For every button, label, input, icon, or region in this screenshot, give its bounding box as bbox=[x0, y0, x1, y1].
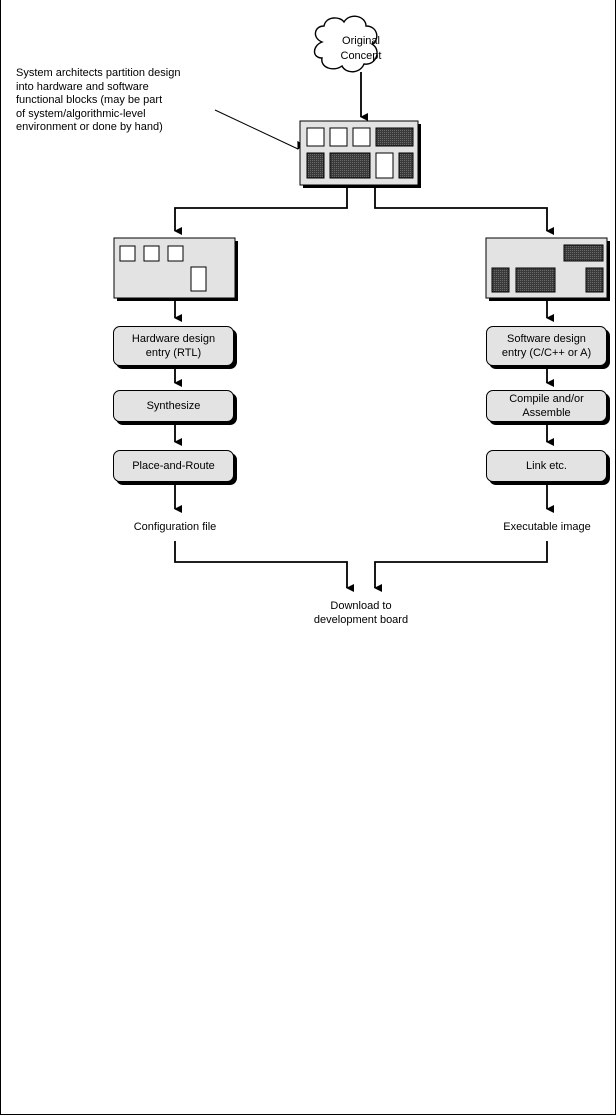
place-and-route-node: Place-and-Route bbox=[113, 450, 234, 482]
download-label: Download to development board bbox=[286, 599, 436, 627]
arrow-config-to-download bbox=[174, 541, 354, 592]
download-line2: development board bbox=[313, 614, 409, 626]
hw-block bbox=[119, 245, 136, 262]
concept-label-line2: Concept bbox=[341, 50, 382, 62]
compile-assemble-node: Compile and/or Assemble bbox=[486, 390, 607, 422]
sw-block bbox=[515, 267, 556, 293]
original-concept-cloud bbox=[313, 15, 378, 73]
note-line: System architects partition design bbox=[16, 67, 181, 79]
download-line1: Download to bbox=[330, 600, 392, 612]
compile-line2: Assemble bbox=[522, 407, 571, 419]
partition-note: System architects partition design into … bbox=[16, 67, 246, 135]
arrow-exe-to-download bbox=[374, 541, 548, 592]
hw-entry-line1: Hardware design bbox=[131, 333, 216, 345]
concept-label-line1: Original bbox=[342, 35, 380, 47]
synthesize-node: Synthesize bbox=[113, 390, 234, 422]
hw-block bbox=[306, 127, 325, 147]
sw-block bbox=[563, 244, 604, 262]
note-line: functional blocks (may be part bbox=[16, 94, 163, 106]
sw-block bbox=[491, 267, 510, 293]
sw-block bbox=[306, 152, 325, 179]
hardware-blocks-panel bbox=[113, 237, 238, 301]
link-label: Link etc. bbox=[526, 460, 567, 472]
note-pointer-arrow bbox=[214, 109, 305, 150]
hw-block bbox=[329, 127, 348, 147]
hw-block bbox=[190, 266, 207, 292]
link-node: Link etc. bbox=[486, 450, 607, 482]
sw-block bbox=[585, 267, 604, 293]
note-line: of system/algorithmic-level bbox=[16, 107, 146, 120]
place-route-label: Place-and-Route bbox=[132, 460, 215, 472]
arrow-split-to-software bbox=[374, 188, 554, 235]
note-line: into hardware and software bbox=[16, 80, 149, 93]
executable-image-label: Executable image bbox=[503, 521, 591, 533]
sw-entry-line2: entry (C/C++ or A) bbox=[501, 347, 592, 359]
hw-block bbox=[143, 245, 160, 262]
hw-block bbox=[375, 152, 394, 179]
synthesize-label: Synthesize bbox=[146, 400, 201, 412]
partition-panel bbox=[299, 120, 421, 188]
sw-entry-line1: Software design bbox=[507, 333, 586, 345]
software-design-entry-node: Software design entry (C/C++ or A) bbox=[486, 326, 607, 366]
hw-block bbox=[167, 245, 184, 262]
arrow-split-to-hardware bbox=[174, 188, 348, 235]
configuration-file-label: Configuration file bbox=[133, 521, 217, 533]
compile-line1: Compile and/or bbox=[509, 393, 584, 405]
software-blocks-panel bbox=[485, 237, 610, 301]
sw-block bbox=[375, 127, 414, 147]
hw-block bbox=[352, 127, 371, 147]
sw-block bbox=[398, 152, 414, 179]
sw-block bbox=[329, 152, 371, 179]
hardware-design-entry-node: Hardware design entry (RTL) bbox=[113, 326, 234, 366]
note-line: environment or done by hand) bbox=[16, 121, 163, 133]
hw-entry-line2: entry (RTL) bbox=[145, 347, 202, 359]
